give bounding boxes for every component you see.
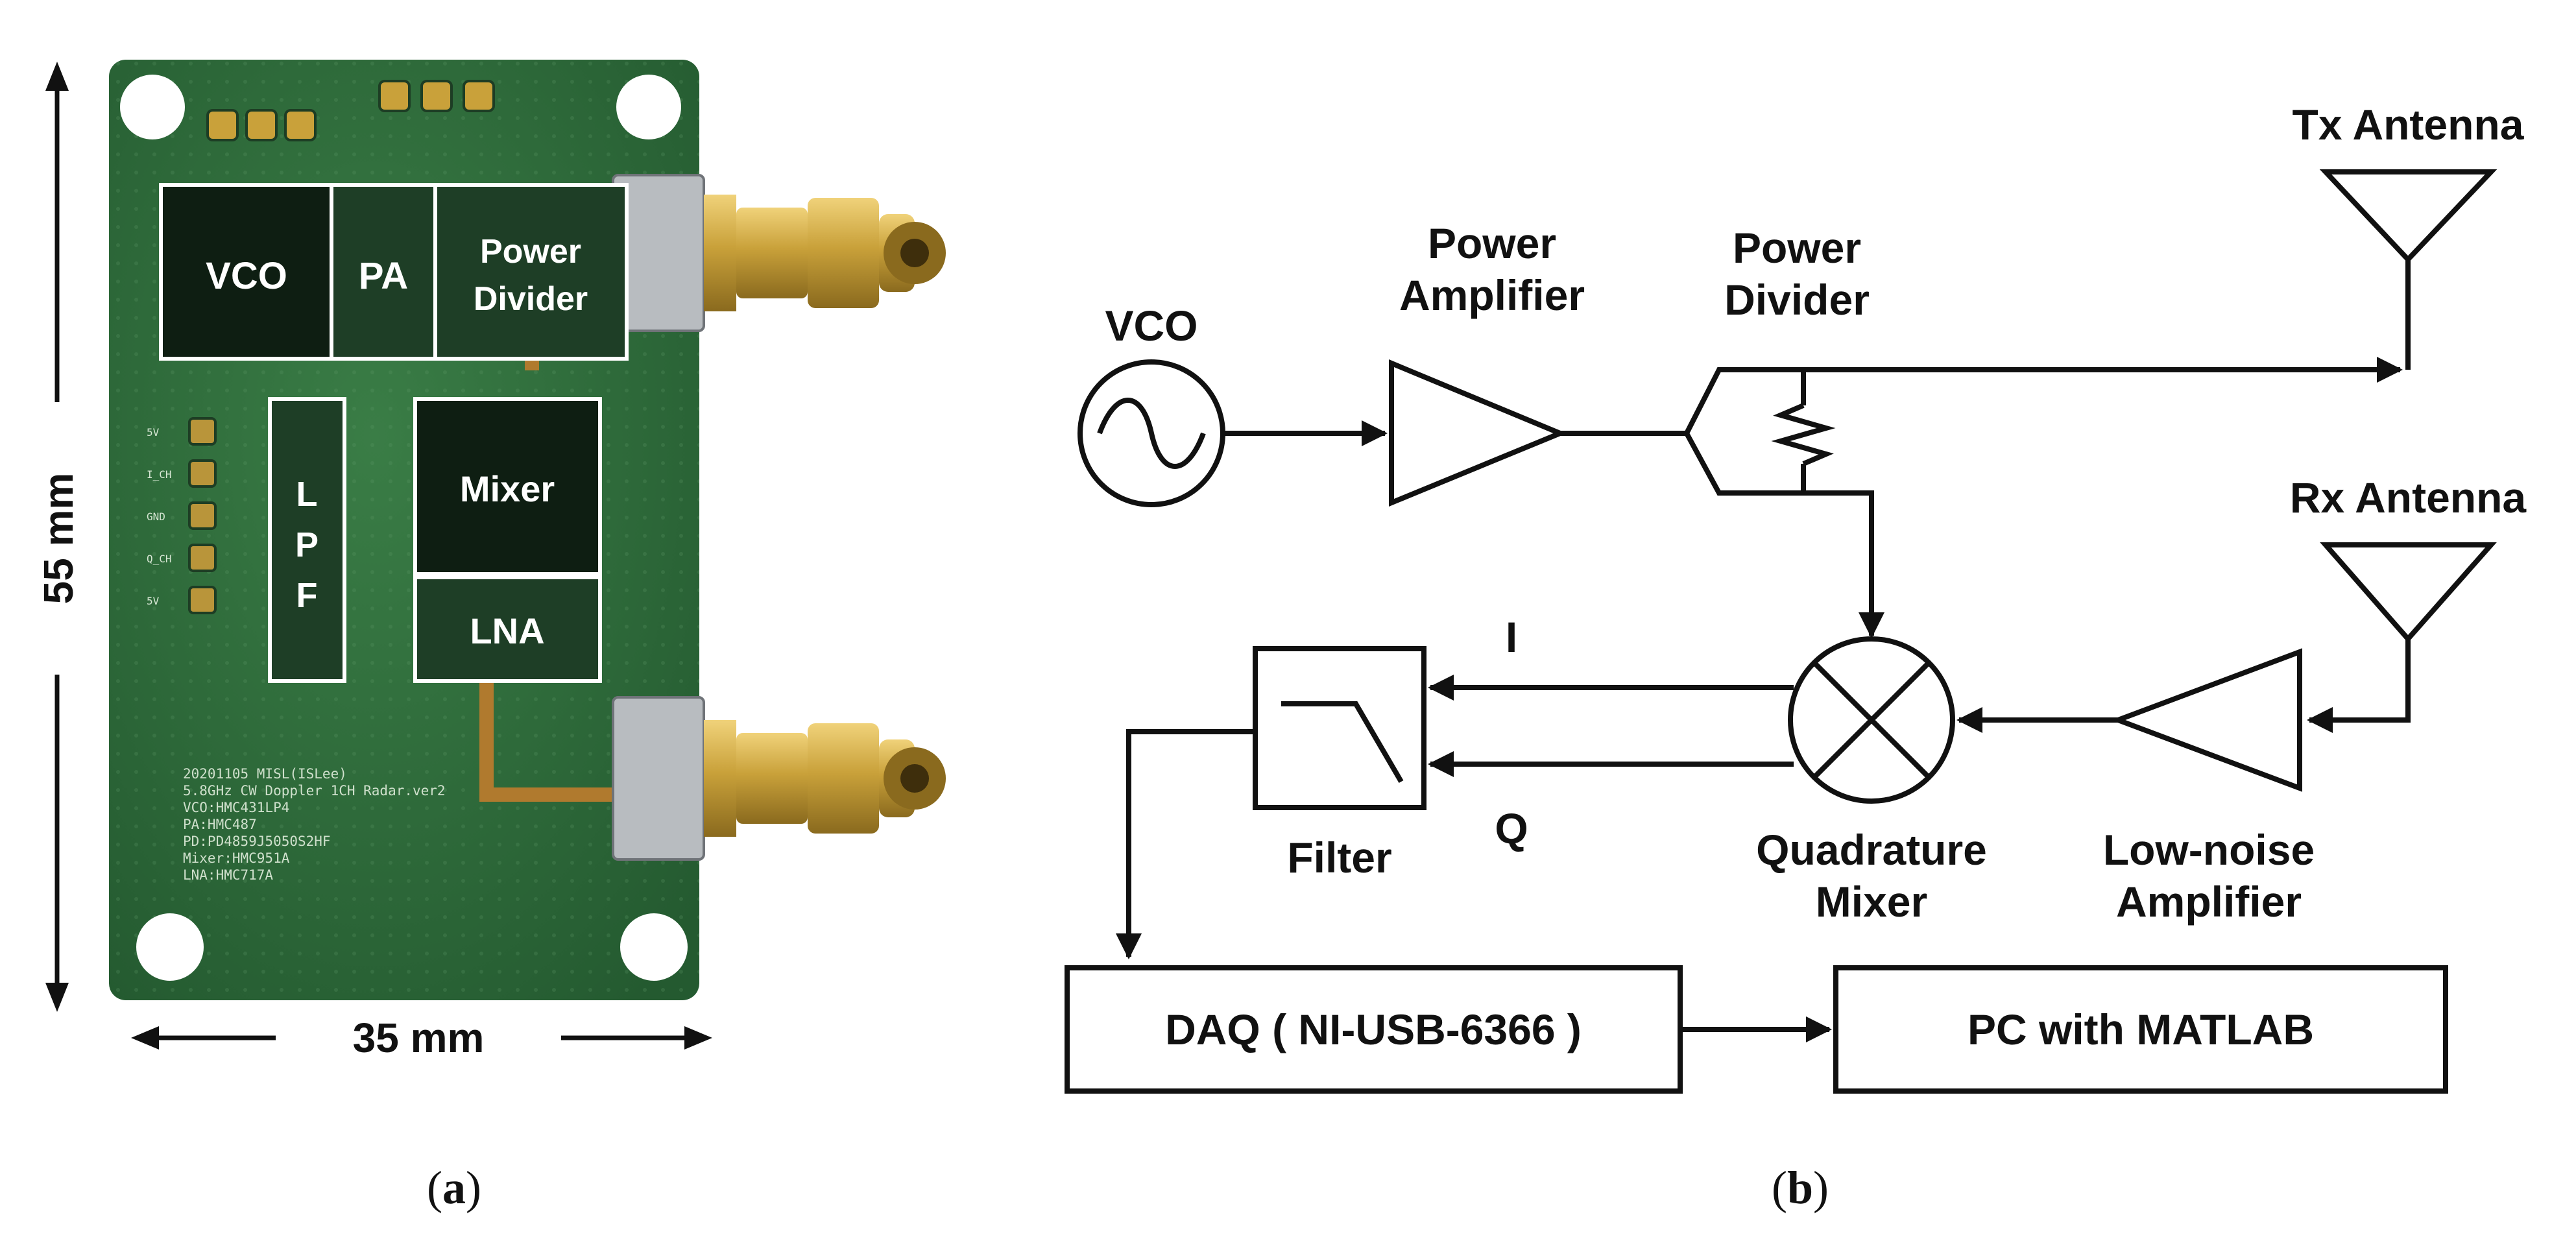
i-signal-label: I bbox=[1506, 613, 1517, 661]
pin-label: 5V bbox=[147, 595, 160, 607]
rx-antenna-symbol bbox=[2320, 542, 2497, 641]
pin-label: 5V bbox=[147, 426, 160, 438]
tx-antenna-label: Tx Antenna bbox=[2293, 101, 2525, 149]
tx-antenna-symbol bbox=[2319, 169, 2498, 261]
mixer-block-label: Mixer bbox=[460, 468, 555, 509]
lpf-block-label-p: P bbox=[295, 525, 319, 564]
lna-block: LNA bbox=[413, 575, 602, 683]
silkscreen-line: 5.8GHz CW Doppler 1CH Radar.ver2 bbox=[183, 783, 446, 799]
pin-label: Q_CH bbox=[147, 553, 172, 565]
rx-antenna-feed bbox=[2307, 639, 2411, 733]
pa-block-label: PA bbox=[359, 255, 408, 297]
filter-to-daq-line bbox=[1116, 729, 1255, 959]
pin-label: GND bbox=[147, 510, 165, 523]
power-divider-block-label-1: Power bbox=[480, 233, 581, 270]
width-dimension bbox=[131, 1026, 712, 1050]
power-divider-symbol bbox=[1684, 367, 1836, 496]
silkscreen-line: 20201105 MISL(ISLee) bbox=[183, 766, 347, 782]
divider-to-mixer-line bbox=[1803, 490, 1884, 638]
quadrature-mixer-label-2: Mixer bbox=[1816, 878, 1927, 926]
lna-label-2: Amplifier bbox=[2116, 878, 2302, 926]
mounting-hole-top-left bbox=[120, 75, 185, 139]
panel-a-caption: (a) bbox=[427, 1162, 481, 1214]
mounting-hole-top-right bbox=[616, 75, 681, 139]
mounting-hole-bottom-right bbox=[620, 913, 688, 981]
power-divider-block-label-2: Divider bbox=[474, 280, 588, 318]
pin-label: I_CH bbox=[147, 468, 172, 481]
quadrature-mixer-label-1: Quadrature bbox=[1756, 826, 1987, 874]
sma-connector-rx bbox=[612, 696, 946, 861]
silkscreen-line: LNA:HMC717A bbox=[183, 867, 273, 883]
rx-antenna-label: Rx Antenna bbox=[2290, 474, 2527, 522]
lna-symbol bbox=[2110, 648, 2302, 792]
lpf-block: L P F bbox=[268, 397, 346, 683]
lna-label-1: Low-noise bbox=[2103, 826, 2315, 874]
silkscreen-line: VCO:HMC431LP4 bbox=[183, 800, 289, 815]
power-divider-label-1: Power bbox=[1733, 224, 1861, 272]
power-amplifier-label-1: Power bbox=[1428, 219, 1556, 267]
power-divider-block: Power Divider bbox=[433, 183, 629, 361]
silkscreen-line: Mixer:HMC951A bbox=[183, 850, 290, 866]
power-amplifier-symbol bbox=[1389, 359, 1567, 507]
power-amplifier-label-2: Amplifier bbox=[1399, 271, 1585, 319]
mixer-block: Mixer bbox=[413, 397, 602, 576]
sma-connector-tx bbox=[612, 174, 946, 332]
left-header-pins bbox=[188, 417, 217, 614]
mounting-hole-bottom-left bbox=[136, 913, 204, 981]
width-label: 35 mm bbox=[353, 1015, 485, 1061]
vco-symbol bbox=[1077, 359, 1225, 507]
pc-label: PC with MATLAB bbox=[1968, 1005, 2314, 1053]
silkscreen-line: PA:HMC487 bbox=[183, 817, 257, 832]
pa-block: PA bbox=[330, 183, 437, 361]
vco-block-label: VCO bbox=[206, 255, 287, 297]
lpf-block-label-l: L bbox=[296, 475, 318, 514]
filter-label: Filter bbox=[1287, 834, 1391, 882]
height-label: 55 mm bbox=[35, 473, 82, 605]
top-header-pins bbox=[206, 80, 495, 141]
silkscreen-line: PD:PD4859J5050S2HF bbox=[183, 834, 331, 849]
silkscreen-text: 20201105 MISL(ISLee) 5.8GHz CW Doppler 1… bbox=[183, 766, 446, 883]
vco-label: VCO bbox=[1105, 302, 1198, 350]
lna-block-label: LNA bbox=[470, 610, 544, 651]
pin-labels: 5V I_CH GND Q_CH 5V bbox=[147, 426, 172, 607]
vco-block: VCO bbox=[159, 183, 333, 361]
height-dimension bbox=[45, 62, 69, 1012]
daq-label: DAQ ( NI-USB-6366 ) bbox=[1165, 1005, 1582, 1053]
q-signal-label: Q bbox=[1495, 804, 1528, 852]
filter-symbol bbox=[1253, 646, 1426, 810]
power-divider-label-2: Divider bbox=[1724, 276, 1870, 324]
pc-box bbox=[1833, 965, 2448, 1094]
lpf-block-label-f: F bbox=[296, 576, 318, 615]
quadrature-mixer-symbol bbox=[1788, 636, 1955, 804]
panel-b-caption: (b) bbox=[1772, 1162, 1829, 1214]
